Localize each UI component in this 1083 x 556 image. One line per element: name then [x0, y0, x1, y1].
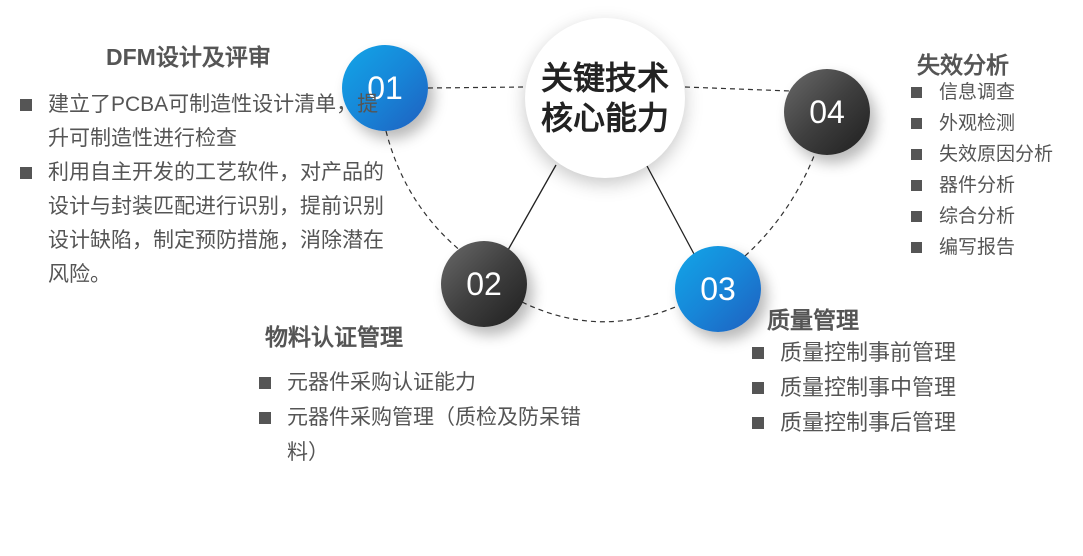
- list-item: 器件分析: [911, 170, 1081, 201]
- core-title-line1: 关键技术: [540, 60, 669, 96]
- bullet-icon: [911, 211, 922, 222]
- section-title-failure: 失效分析: [917, 52, 1009, 78]
- list-item: 利用自主开发的工艺软件，对产品的设计与封装匹配进行识别，提前识别设计缺陷，制定预…: [20, 156, 390, 292]
- list-item: 元器件采购认证能力: [259, 365, 609, 400]
- list-item: 外观检测: [911, 108, 1081, 139]
- list-item: 编写报告: [911, 232, 1081, 263]
- link-core-02: [507, 164, 557, 251]
- link-core-04: [684, 86, 791, 92]
- material-list: 元器件采购认证能力 元器件采购管理（质检及防呆错料）: [259, 365, 609, 470]
- node-04: 04: [784, 69, 870, 155]
- failure-list: 信息调查 外观检测 失效原因分析 器件分析 综合分析 编写报告: [911, 77, 1081, 263]
- list-item: 质量控制事中管理: [752, 370, 1052, 405]
- core-title-line2: 核心能力: [540, 100, 669, 136]
- bullet-icon: [20, 99, 32, 111]
- core-circle: 关键技术核心能力: [525, 18, 685, 178]
- arc-02-03: [521, 301, 681, 323]
- list-item: 信息调查: [911, 77, 1081, 108]
- bullet-icon: [20, 167, 32, 179]
- bullet-icon: [752, 382, 764, 394]
- link-01-core: [427, 86, 526, 89]
- bullet-icon: [911, 149, 922, 160]
- bullet-icon: [752, 417, 764, 429]
- bullet-icon: [911, 242, 922, 253]
- bullet-icon: [911, 118, 922, 129]
- list-item: 失效原因分析: [911, 139, 1081, 170]
- section-title-quality: 质量管理: [767, 307, 859, 333]
- list-item: 质量控制事前管理: [752, 335, 1052, 370]
- dfm-list: 建立了PCBA可制造性设计清单，提升可制造性进行检查 利用自主开发的工艺软件，对…: [20, 88, 390, 292]
- list-item: 综合分析: [911, 201, 1081, 232]
- link-core-03: [646, 165, 695, 255]
- section-title-material: 物料认证管理: [265, 324, 403, 350]
- node-02: 02: [441, 241, 527, 327]
- bullet-icon: [911, 180, 922, 191]
- arc-03-04: [744, 155, 815, 257]
- list-item: 建立了PCBA可制造性设计清单，提升可制造性进行检查: [20, 88, 390, 156]
- list-item: 质量控制事后管理: [752, 405, 1052, 440]
- node-01: 01: [342, 45, 428, 131]
- quality-list: 质量控制事前管理 质量控制事中管理 质量控制事后管理: [752, 335, 1052, 440]
- section-title-dfm: DFM设计及评审: [106, 44, 271, 70]
- bullet-icon: [259, 412, 271, 424]
- bullet-icon: [911, 87, 922, 98]
- node-03: 03: [675, 246, 761, 332]
- bullet-icon: [259, 377, 271, 389]
- arc-01-02: [385, 130, 463, 253]
- bullet-icon: [752, 347, 764, 359]
- list-item: 元器件采购管理（质检及防呆错料）: [259, 400, 609, 470]
